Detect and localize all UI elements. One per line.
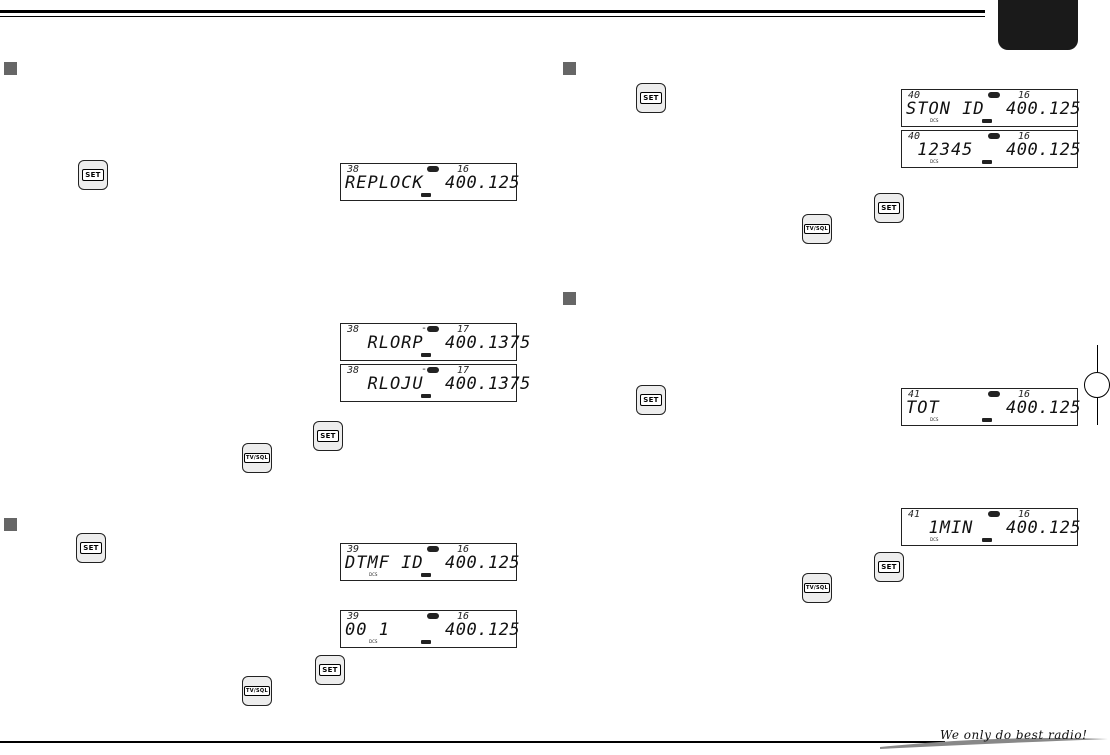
set-key-icon: SET: [78, 160, 108, 190]
page-marker-circle: [1084, 372, 1110, 398]
header-rule-thin: [0, 16, 985, 17]
set-key-icon: SET: [636, 385, 666, 415]
section-marker: [4, 518, 17, 531]
section-tab: [998, 0, 1078, 50]
side-bracket-line: [1097, 398, 1098, 425]
set-key-icon: SET: [636, 83, 666, 113]
set-key-icon: SET: [874, 193, 904, 223]
side-bracket-line: [1097, 345, 1098, 372]
tvsql-key-icon: TV/SQL: [242, 676, 272, 706]
section-marker: [4, 62, 17, 75]
set-key-icon: SET: [874, 552, 904, 582]
header-rule: [0, 10, 985, 13]
tvsql-key-icon: TV/SQL: [242, 443, 272, 473]
set-key-icon: SET: [76, 533, 106, 563]
lcd-display-rlorp: 38- 17 RLORP 400.1375: [340, 323, 530, 361]
tvsql-key-icon: TV/SQL: [802, 573, 832, 603]
section-marker: [563, 62, 576, 75]
lcd-display-rloju: 38- 17 RLOJU 400.1375: [340, 364, 530, 402]
footer-slogan: We only do best radio!: [940, 728, 1088, 742]
set-key-icon: SET: [315, 655, 345, 685]
footer-swoosh: [880, 738, 1108, 749]
set-key-icon: SET: [313, 421, 343, 451]
footer-rule: [0, 741, 945, 743]
section-marker: [563, 292, 576, 305]
tvsql-key-icon: TV/SQL: [802, 214, 832, 244]
